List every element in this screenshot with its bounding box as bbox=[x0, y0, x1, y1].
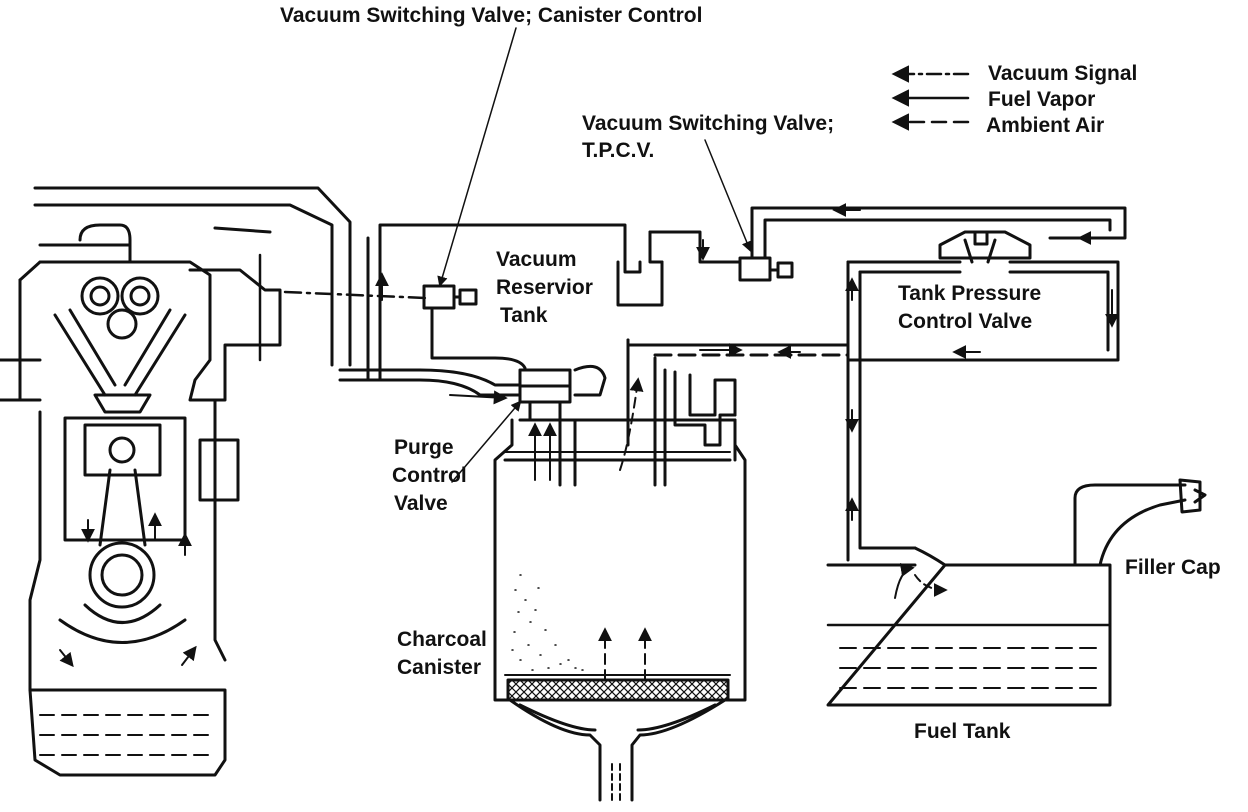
label-purge-line2: Control bbox=[392, 464, 467, 487]
vsv-canister-control bbox=[422, 284, 478, 310]
label-vsv-tpcv-line2: T.P.C.V. bbox=[582, 139, 655, 162]
fuel-tank bbox=[826, 478, 1207, 707]
engine bbox=[0, 186, 352, 777]
label-reservoir-line3: Tank bbox=[500, 304, 548, 327]
legend-vacuum-signal-label: Vacuum Signal bbox=[988, 62, 1138, 85]
label-purge-line3: Valve bbox=[394, 492, 448, 515]
label-purge-line1: Purge bbox=[394, 436, 454, 459]
legend-fuel-vapor-label: Fuel Vapor bbox=[988, 88, 1096, 111]
charcoal-canister bbox=[493, 338, 747, 802]
tank-pressure-control-valve bbox=[938, 230, 1032, 264]
purge-control-valve bbox=[518, 364, 607, 422]
label-filler-cap: Filler Cap bbox=[1125, 556, 1221, 579]
label-charcoal-line2: Canister bbox=[397, 656, 482, 679]
label-fuel-tank: Fuel Tank bbox=[914, 720, 1011, 743]
legend-ambient-air-label: Ambient Air bbox=[986, 114, 1105, 137]
vsv-tpcv bbox=[738, 256, 794, 282]
label-reservoir-line2: Reservior bbox=[496, 276, 593, 299]
label-vsv-tpcv-line1: Vacuum Switching Valve; bbox=[582, 112, 835, 135]
vacuum-reservoir-tank bbox=[616, 230, 664, 307]
label-reservoir-line1: Vacuum bbox=[496, 248, 577, 271]
legend bbox=[891, 65, 970, 131]
label-tpcv-line2: Control Valve bbox=[898, 310, 1033, 333]
label-charcoal-line1: Charcoal bbox=[397, 628, 487, 651]
label-tpcv-line1: Tank Pressure bbox=[898, 282, 1042, 305]
label-vsv-canister-control: Vacuum Switching Valve; Canister Control bbox=[280, 4, 703, 27]
